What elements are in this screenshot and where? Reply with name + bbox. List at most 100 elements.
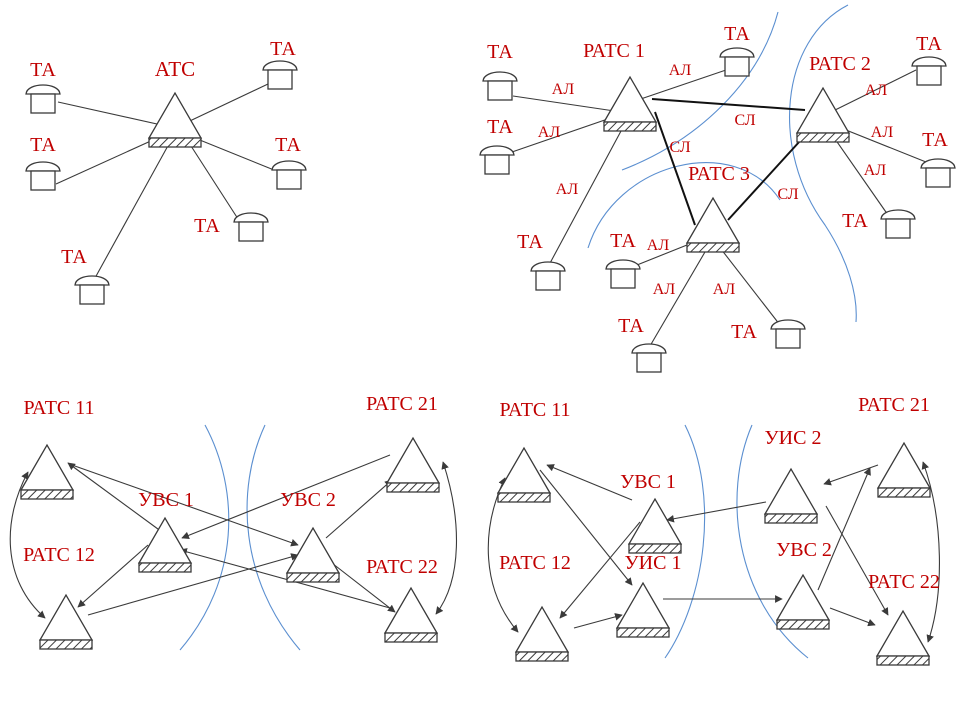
trunk-line <box>654 111 696 226</box>
telephone-handset <box>271 160 307 171</box>
label-uis-2: УИС 2 <box>765 427 822 449</box>
phone-ta <box>605 259 641 289</box>
label-ta: ТА <box>610 230 636 252</box>
zone-boundary <box>664 424 706 659</box>
zone-boundaries-b <box>587 4 857 323</box>
panel-district-exchanges: РАТС 1 РАТС 2 РАТС 3 ТА ТА ТА ТА ТА ТА Т… <box>479 4 956 373</box>
label-ta: ТА <box>842 210 868 232</box>
exchange-rats-21 <box>876 441 932 498</box>
telephone-handset <box>25 161 61 172</box>
arrow-link <box>325 479 393 539</box>
label-rats-12: РАТС 12 <box>23 544 95 566</box>
subscriber-line <box>57 101 176 129</box>
phone-ta-5 <box>233 212 269 242</box>
exchange-rats-1 <box>602 75 658 132</box>
telephone-base <box>238 221 264 242</box>
zone-boundaries-c <box>179 424 301 651</box>
telephone-handset <box>911 56 947 67</box>
label-al: АЛ <box>647 237 670 254</box>
telephone-base <box>610 268 636 289</box>
node-uis-2 <box>763 467 819 524</box>
exchange-ats <box>147 91 203 148</box>
telephone-handset <box>770 319 806 330</box>
label-al: АЛ <box>713 281 736 298</box>
telephone-base <box>267 69 293 90</box>
telephone-handset <box>482 71 518 82</box>
label-ta: ТА <box>922 129 948 151</box>
links-a <box>55 83 275 279</box>
exchange-rats-22 <box>383 586 439 643</box>
telephone-base <box>484 154 510 175</box>
exchange-rats-12 <box>38 593 94 650</box>
arrow-link <box>435 461 458 615</box>
phone-ta-6 <box>74 275 110 305</box>
station-hatch-bar <box>20 489 74 500</box>
telephone-handset <box>631 343 667 354</box>
arrow-link <box>9 471 46 619</box>
station-hatch-bar <box>877 487 931 498</box>
label-rats-11: РАТС 11 <box>499 399 570 421</box>
station-triangle <box>385 436 441 484</box>
phone-ta <box>770 319 806 349</box>
telephone-base <box>535 270 561 291</box>
node-uvs-1 <box>627 497 683 554</box>
station-hatch-bar <box>497 492 551 503</box>
phone-ta-1 <box>25 84 61 114</box>
label-rats-21: РАТС 21 <box>366 393 438 415</box>
station-triangle <box>137 516 193 564</box>
arrows-d <box>487 461 940 643</box>
arrow-link <box>546 464 633 501</box>
label-rats-11: РАТС 11 <box>23 397 94 419</box>
label-rats-1: РАТС 1 <box>583 40 645 62</box>
phone-ta <box>530 261 566 291</box>
station-hatch-bar <box>286 572 340 583</box>
zone-boundary <box>587 162 781 249</box>
label-ta: ТА <box>194 215 220 237</box>
label-ta: ТА <box>724 23 750 45</box>
trunk-line <box>651 98 806 111</box>
arrow-link <box>487 477 519 633</box>
exchange-rats-3 <box>685 196 741 253</box>
label-rats-21: РАТС 21 <box>858 394 930 416</box>
node-uvs-1 <box>137 516 193 573</box>
telephone-handset <box>719 47 755 58</box>
station-triangle <box>285 526 341 574</box>
label-sl: СЛ <box>669 139 690 156</box>
station-hatch-bar <box>776 619 830 630</box>
label-uvs-2: УВС 2 <box>280 489 336 511</box>
zone-boundaries-d <box>664 424 809 659</box>
trunk-lines-b <box>651 98 811 226</box>
zone-boundary <box>621 11 779 171</box>
station-hatch-bar <box>39 639 93 650</box>
label-al: АЛ <box>865 82 888 99</box>
label-ta: ТА <box>731 321 757 343</box>
station-hatch-bar <box>515 651 569 662</box>
subscriber-line <box>94 132 176 279</box>
station-hatch-bar <box>386 482 440 493</box>
arrow-link <box>181 454 391 540</box>
label-sl: СЛ <box>734 112 755 129</box>
label-ta: ТА <box>30 134 56 156</box>
label-al: АЛ <box>653 281 676 298</box>
label-uis-1: УИС 1 <box>625 552 682 574</box>
phone-ta-2 <box>262 60 298 90</box>
exchange-rats-12 <box>514 605 570 662</box>
station-triangle <box>514 605 570 653</box>
station-triangle <box>627 497 683 545</box>
zone-boundary <box>789 4 857 323</box>
telephone-handset <box>605 259 641 270</box>
label-sl: СЛ <box>777 186 798 203</box>
telephone-base <box>916 65 942 86</box>
telephone-base <box>925 167 951 188</box>
station-hatch-bar <box>616 627 670 638</box>
station-triangle <box>876 441 932 489</box>
station-triangle <box>763 467 819 515</box>
telephone-base <box>79 284 105 305</box>
label-al: АЛ <box>538 124 561 141</box>
arrow-link <box>179 548 391 609</box>
label-ta: ТА <box>270 38 296 60</box>
trunk-line <box>727 129 811 221</box>
arrow-link <box>825 505 889 616</box>
station-hatch-bar <box>764 513 818 524</box>
